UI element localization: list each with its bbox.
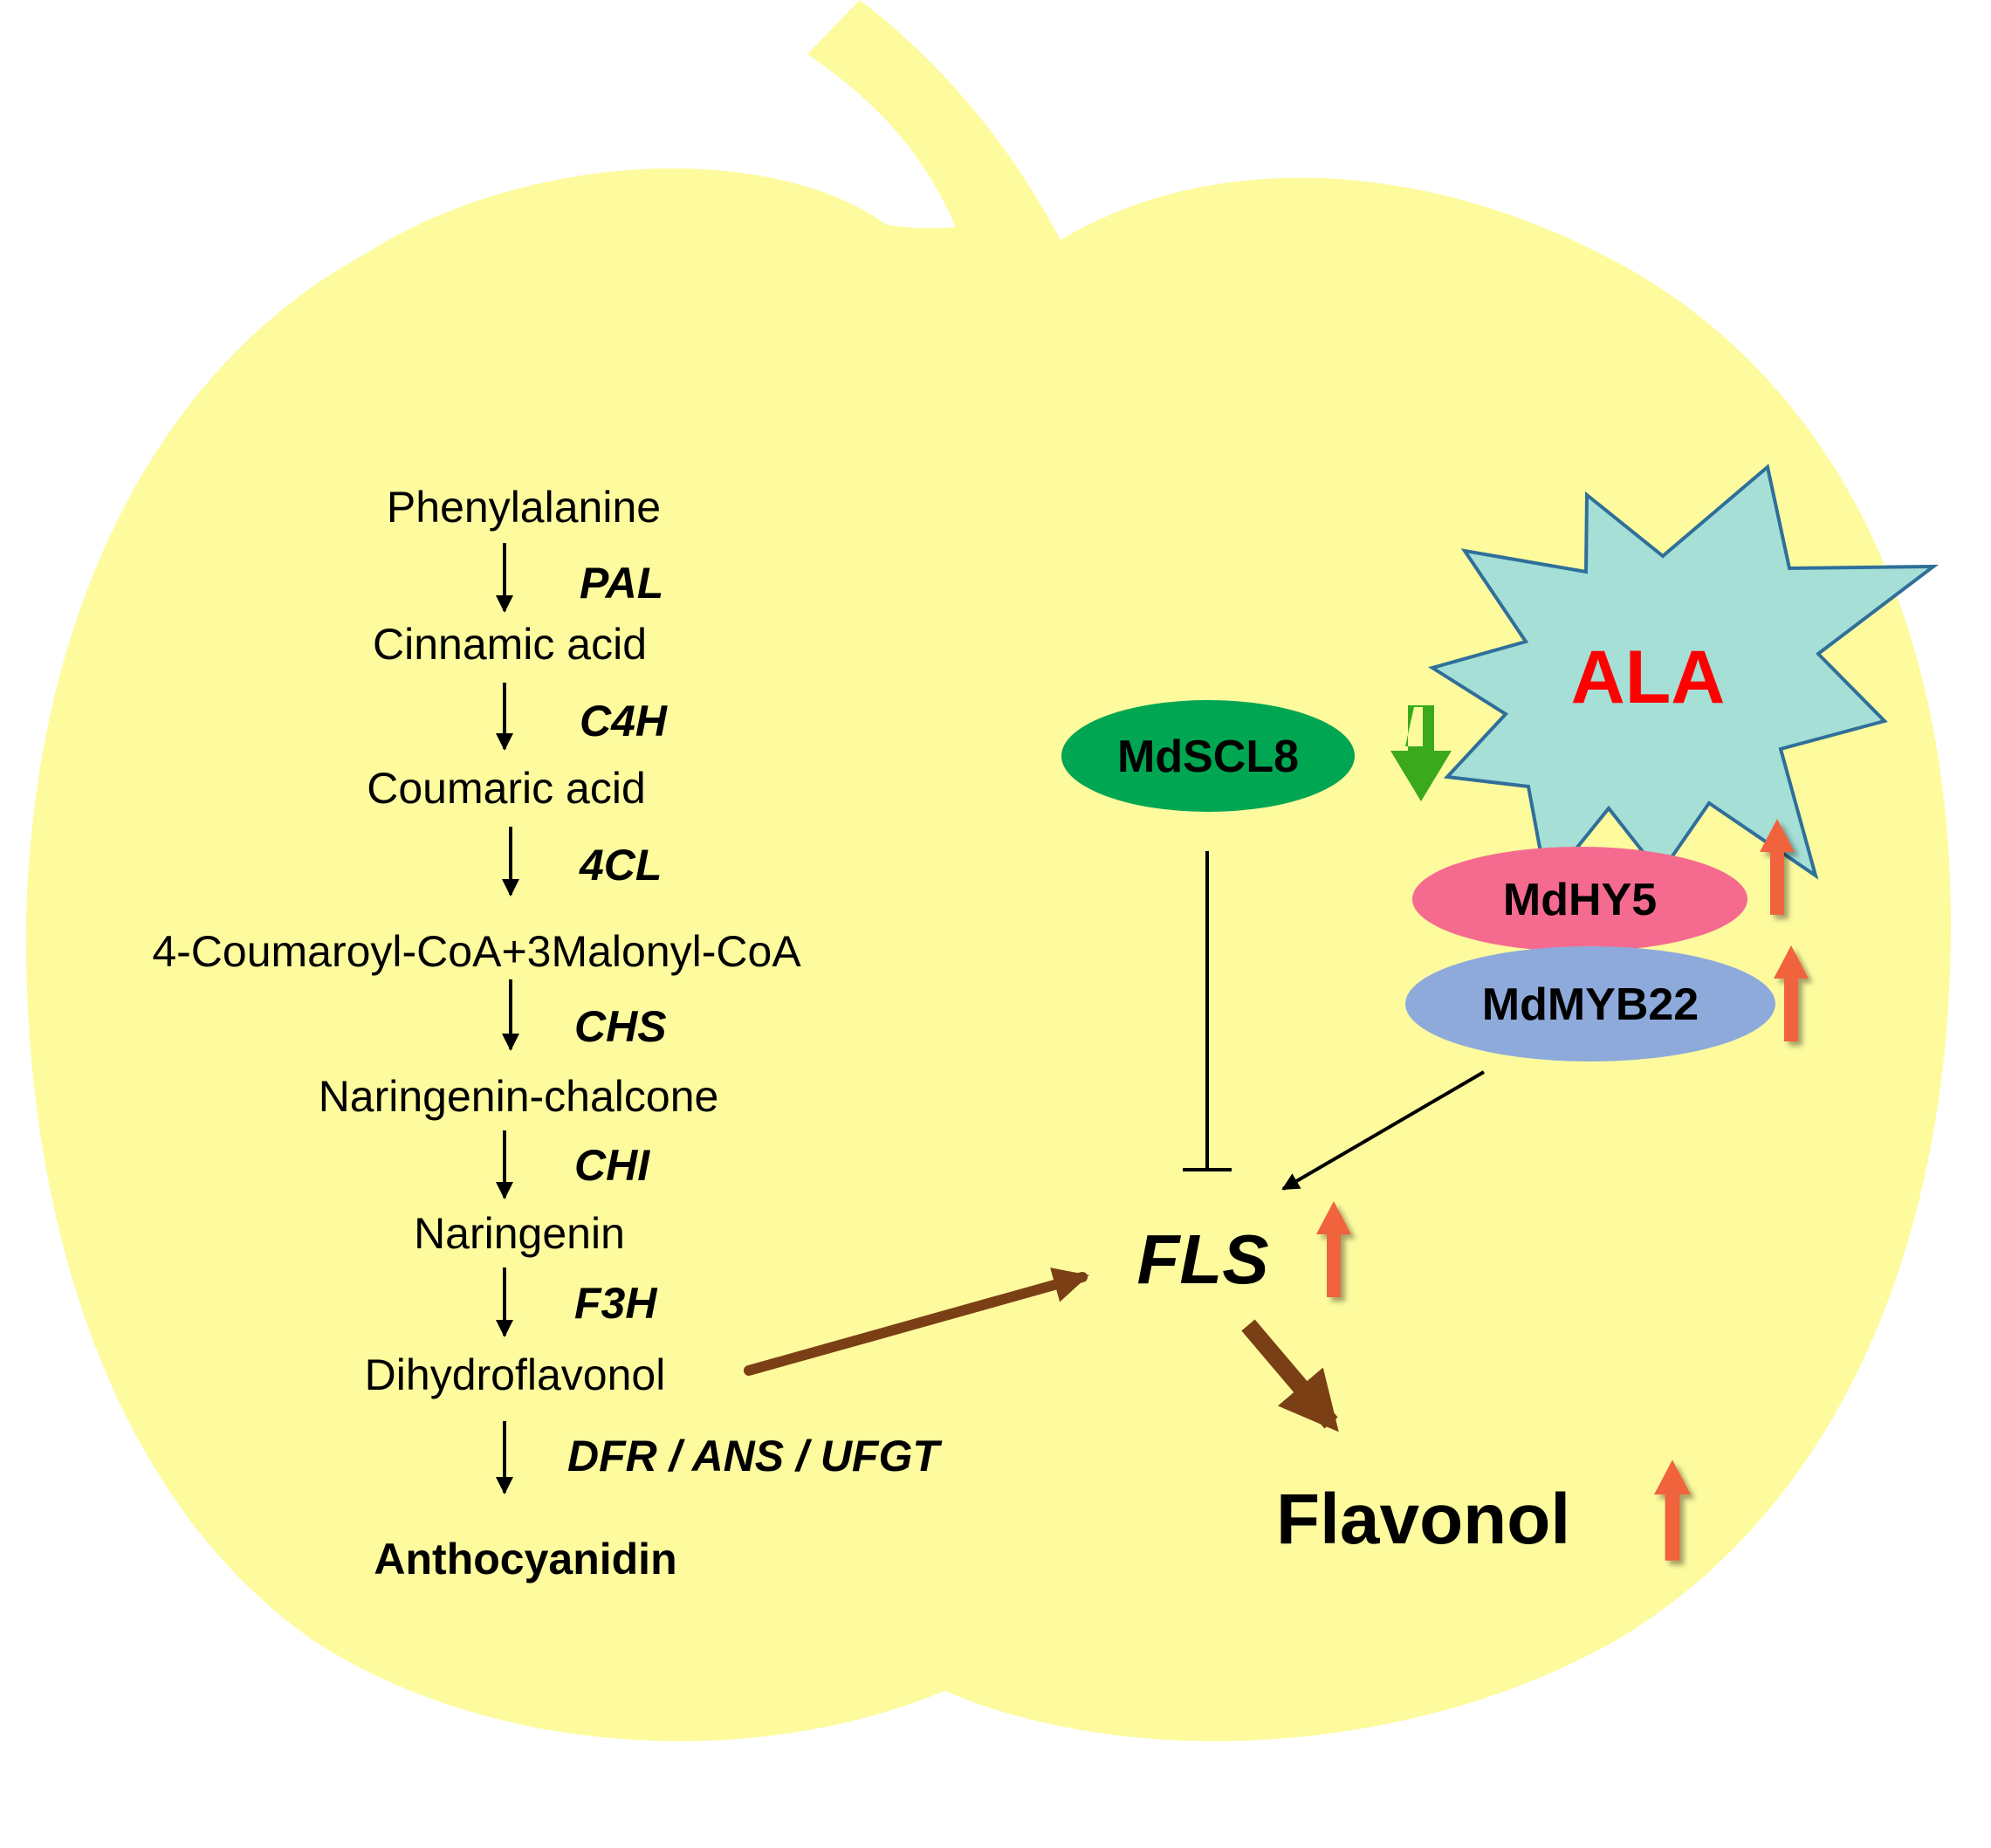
enzyme-4cl: 4CL	[579, 841, 662, 890]
mdscl8-ellipse	[1061, 700, 1355, 812]
mdhy5-ellipse	[1412, 847, 1747, 951]
product-anthocyanidin: Anthocyanidin	[374, 1535, 676, 1584]
enzyme-dfr-ans-ufgt: DFR / ANS / UFGT	[567, 1432, 943, 1480]
enzyme-chi: CHI	[574, 1141, 650, 1190]
apple-shape	[25, 0, 1951, 1742]
metabolite-naringenin-chalcone: Naringenin-chalcone	[319, 1072, 719, 1121]
metabolite-naringenin: Naringenin	[414, 1209, 625, 1258]
mdmyb22-ellipse	[1405, 946, 1775, 1061]
enzyme-c4h: C4H	[580, 697, 668, 745]
ala-label: ALA	[1571, 635, 1726, 719]
metabolite-phenylalanine: Phenylalanine	[387, 483, 661, 532]
metabolite-cinnamic-acid: Cinnamic acid	[373, 620, 647, 669]
fls-to-flavonol-arrow	[1241, 1319, 1339, 1432]
inhibition-line	[1183, 851, 1232, 1171]
down-arrow-icon	[1390, 705, 1452, 801]
mdhy5-label: MdHY5	[1503, 875, 1657, 925]
flavonol-label: Flavonol	[1276, 1480, 1570, 1559]
mdscl8-label: MdSCL8	[1117, 732, 1299, 782]
metabolite-coumaroyl-coa: 4-Coumaroyl-CoA+3Malonyl-CoA	[152, 927, 801, 976]
mdmyb22-label: MdMYB22	[1482, 979, 1699, 1030]
metabolite-dihydroflavonol: Dihydroflavonol	[365, 1350, 666, 1399]
fls-label: FLS	[1136, 1220, 1268, 1298]
enzyme-chs: CHS	[574, 1002, 667, 1051]
pathway-arrows	[496, 543, 519, 1494]
enzyme-pal: PAL	[580, 559, 663, 608]
metabolite-coumaric-acid: Coumaric acid	[367, 764, 646, 813]
dihydroflavonol-to-fls-arrow	[744, 1267, 1089, 1376]
activation-arrow	[1281, 1070, 1486, 1191]
enzyme-f3h: F3H	[574, 1279, 657, 1328]
